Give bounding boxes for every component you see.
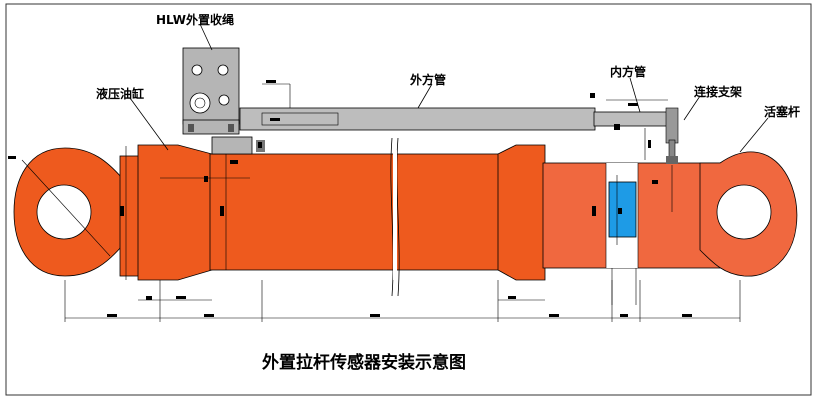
inner-tube bbox=[593, 111, 670, 127]
frame-border bbox=[5, 3, 812, 396]
diagram-title: 外置拉杆传感器安装示意图 bbox=[262, 352, 466, 373]
box-mount bbox=[211, 136, 253, 155]
bracket bbox=[665, 107, 679, 144]
leader-bracket bbox=[683, 95, 701, 121]
cylinder-left-flange bbox=[137, 144, 213, 281]
leader-inner-tube bbox=[629, 77, 641, 113]
label-outer-tube: 外方管 bbox=[410, 72, 446, 87]
label-inner-tube: 内方管 bbox=[610, 64, 646, 79]
left-eye-hole bbox=[36, 184, 92, 240]
label-cylinder: 液压油缸 bbox=[96, 86, 144, 101]
hlw-box bbox=[182, 47, 240, 135]
leader-cylinder bbox=[129, 97, 169, 151]
leader-outer-tube bbox=[417, 83, 433, 109]
hlw-box-base bbox=[182, 119, 240, 135]
hlw-box-plate bbox=[182, 47, 240, 125]
label-piston-rod: 活塞杆 bbox=[764, 104, 800, 119]
sensor-block bbox=[608, 181, 637, 238]
piston-rod bbox=[542, 151, 798, 277]
leader-piston-rod bbox=[739, 117, 769, 153]
cylinder-barrel bbox=[209, 153, 501, 271]
cylinder-body bbox=[13, 144, 546, 281]
label-hlw: HLW外置收绳 bbox=[156, 12, 234, 27]
outer-tube bbox=[239, 107, 596, 131]
leader-hlw bbox=[199, 23, 213, 51]
right-eye-hole bbox=[716, 184, 772, 240]
break-line bbox=[390, 137, 394, 297]
cylinder-right-flange bbox=[497, 144, 546, 281]
dimension-lines bbox=[21, 83, 741, 322]
dimension-marks bbox=[8, 80, 692, 317]
label-bracket: 连接支架 bbox=[694, 84, 742, 99]
